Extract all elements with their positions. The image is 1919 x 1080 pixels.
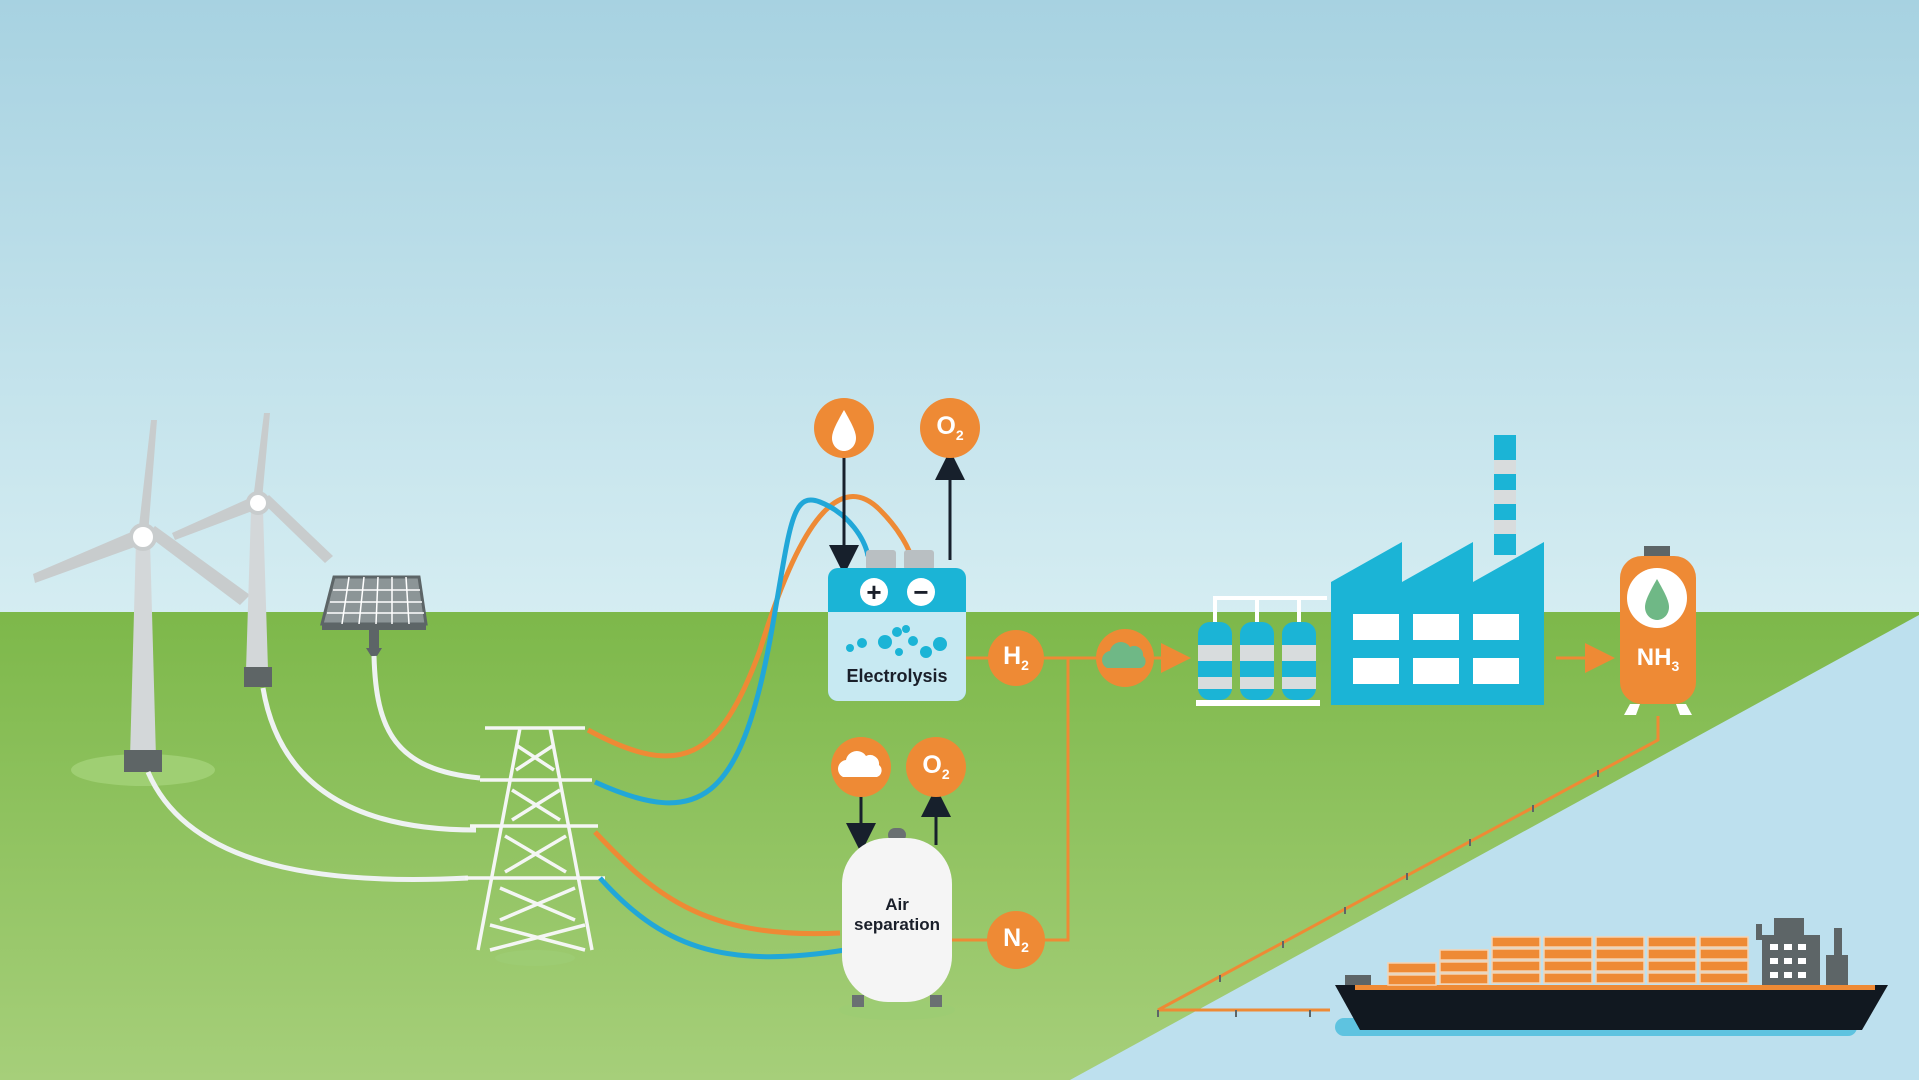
water-input-node [814,398,874,458]
wind-turbine-icon [172,413,333,687]
factory-icon [1331,435,1544,705]
n2-label: N2 [1003,924,1029,955]
electrolysis-label: Electrolysis [846,666,948,686]
electrolysis-unit [828,550,966,701]
cloud-icon [1102,642,1146,668]
power-cables [145,655,481,882]
storage-tank-icon [1620,546,1696,715]
electrolysis-wires [586,494,915,806]
cloud-icon [838,751,882,777]
air-separation-wires [593,830,846,960]
o2-air-label: O2 [922,751,950,782]
air-input-node [831,737,891,797]
h2-n2-merge-line [1044,656,1070,942]
n2-node [987,911,1045,969]
minus-terminal [907,578,935,606]
air-o2-output-node [906,737,966,797]
air-separation-label: Air separation [854,895,940,934]
water-drop-icon [1645,579,1669,620]
solar-panel-icon [320,575,428,656]
water-drop-icon [832,410,856,451]
minus-label: − [913,577,929,607]
gas-cylinder-icon [1196,596,1327,706]
power-pylon-icon [465,726,605,966]
bubbles-icon [846,625,947,658]
h2-label: H2 [1003,642,1029,673]
cargo-ship-icon [1335,918,1888,1036]
plus-terminal [860,578,888,606]
ammonia-pipeline [1157,716,1660,1017]
h2-node [988,630,1044,686]
air-separation-unit [839,828,955,1020]
synthesis-node [1096,629,1154,687]
o2-top-label: O2 [936,412,964,443]
nh3-label: NH3 [1636,644,1680,674]
wind-turbine-icon [33,420,250,786]
o2-output-node [920,398,980,458]
sky [0,0,1919,615]
plus-label: + [866,577,882,607]
